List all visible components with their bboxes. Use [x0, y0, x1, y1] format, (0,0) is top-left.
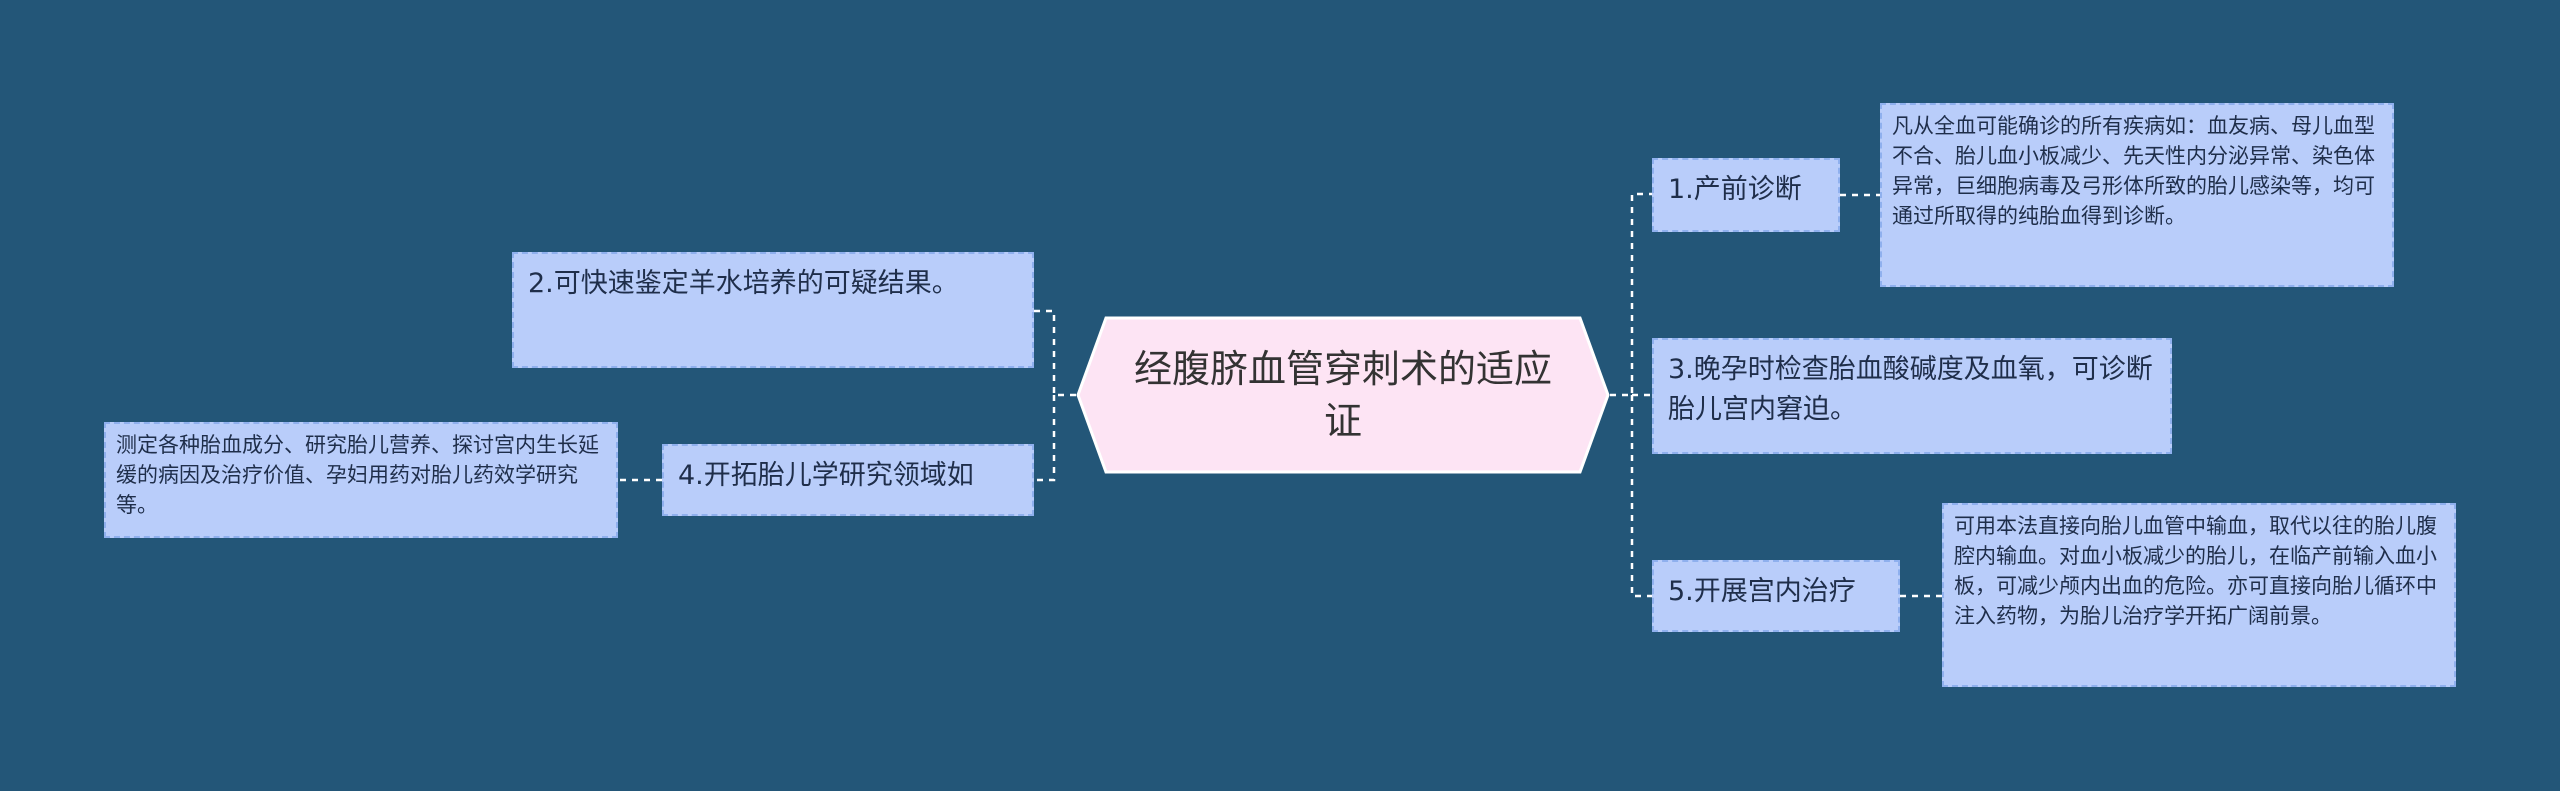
branch-fetal-research-label: 4.开拓胎儿学研究领域如 — [678, 460, 974, 491]
branch-fetal-research: 4.开拓胎儿学研究领域如 — [662, 444, 1034, 516]
branch-amniotic-culture: 2.可快速鉴定羊水培养的可疑结果。 — [512, 252, 1034, 368]
branch-amniotic-culture-label: 2.可快速鉴定羊水培养的可疑结果。 — [528, 268, 959, 299]
central-topic-label: 经腹脐血管穿刺术的适应证 — [1133, 347, 1552, 443]
branch-intrauterine-therapy-label: 5.开展宫内治疗 — [1668, 576, 1856, 607]
detail-intrauterine-therapy-text: 可用本法直接向胎儿血管中输血，取代以往的胎儿腹腔内输血。对血小板减少的胎儿，在临… — [1954, 514, 2437, 628]
branch-fetal-blood-gas: 3.晚孕时检查胎血酸碱度及血氧，可诊断胎儿宫内窘迫。 — [1652, 338, 2172, 454]
connector-center-b2 — [1034, 309, 1076, 397]
connector-center-b4 — [1034, 395, 1056, 482]
branch-fetal-blood-gas-label: 3.晚孕时检查胎血酸碱度及血氧，可诊断胎儿宫内窘迫。 — [1668, 354, 2153, 425]
branch-prenatal-diagnosis-label: 1.产前诊断 — [1668, 174, 1802, 205]
detail-fetal-research-text: 测定各种胎血成分、研究胎儿营养、探讨宫内生长延缓的病因及治疗价值、孕妇用药对胎儿… — [116, 433, 599, 517]
detail-prenatal-diagnosis: 凡从全血可能确诊的所有疾病如：血友病、母儿血型不合、胎儿血小板减少、先天性内分泌… — [1880, 103, 2394, 287]
branch-prenatal-diagnosis: 1.产前诊断 — [1652, 158, 1840, 232]
connector-center-b1 — [1610, 192, 1652, 397]
detail-intrauterine-therapy: 可用本法直接向胎儿血管中输血，取代以往的胎儿腹腔内输血。对血小板减少的胎儿，在临… — [1942, 503, 2456, 687]
branch-intrauterine-therapy: 5.开展宫内治疗 — [1652, 560, 1900, 632]
detail-prenatal-diagnosis-text: 凡从全血可能确诊的所有疾病如：血友病、母儿血型不合、胎儿血小板减少、先天性内分泌… — [1892, 114, 2375, 228]
connector-center-b5 — [1630, 395, 1652, 598]
detail-fetal-research: 测定各种胎血成分、研究胎儿营养、探讨宫内生长延缓的病因及治疗价值、孕妇用药对胎儿… — [104, 422, 618, 538]
central-topic: 经腹脐血管穿刺术的适应证 — [1076, 316, 1610, 474]
